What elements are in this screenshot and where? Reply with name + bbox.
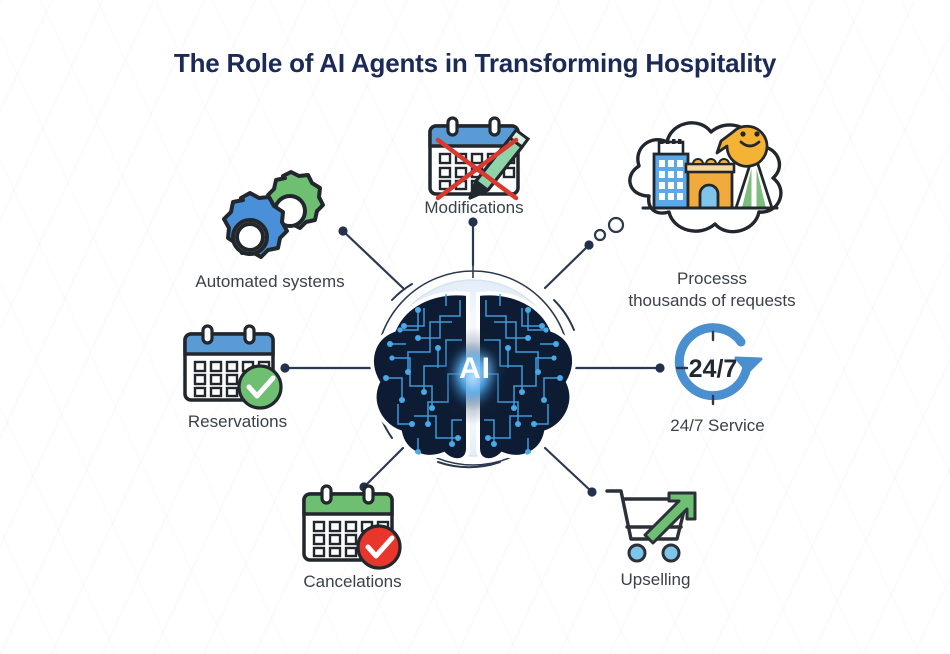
label-process-requests: Processs thousands of requests	[628, 269, 796, 310]
icon-gears-icon	[205, 168, 335, 278]
circuit-traces-right	[484, 293, 560, 452]
hotel-tower	[652, 139, 690, 210]
cart-wheels	[627, 543, 681, 563]
label-247-service: 24/7 Service	[670, 416, 765, 435]
center-ai-label: AI	[459, 352, 491, 385]
badge-24-7: 24/7	[689, 355, 738, 383]
icon-calendar-pencil-crossed-icon	[412, 114, 538, 211]
clock-ticks	[675, 330, 715, 406]
label-modifications: Modifications	[424, 198, 524, 217]
label-cancelations: Cancelations	[303, 572, 402, 591]
cross-out-icon	[435, 137, 519, 201]
orange-building	[684, 158, 736, 210]
icon-thought-cloud-hotels-icon	[607, 112, 797, 275]
label-upselling: Upselling	[620, 570, 691, 589]
red-check-badge	[356, 524, 402, 570]
icon-calendar-green-check-icon	[173, 320, 295, 417]
circuit-nodes-right	[485, 307, 563, 455]
thought-bubble-trail	[593, 216, 625, 242]
growth-arrow-icon	[643, 491, 697, 545]
icon-clock-cycle-24-7-icon: 24/7	[663, 318, 771, 423]
green-check-badge	[237, 364, 283, 410]
page-title: The Role of AI Agents in Transforming Ho…	[173, 48, 777, 78]
label-automated-systems: Automated systems	[195, 272, 345, 291]
pencil-icon	[468, 127, 531, 200]
icon-calendar-red-check-icon	[292, 480, 414, 577]
brain-core-glow	[429, 318, 517, 430]
icon-shopping-cart-arrow-up-icon	[601, 479, 711, 576]
label-reservations: Reservations	[187, 412, 288, 431]
smiley-bubble	[715, 124, 769, 168]
